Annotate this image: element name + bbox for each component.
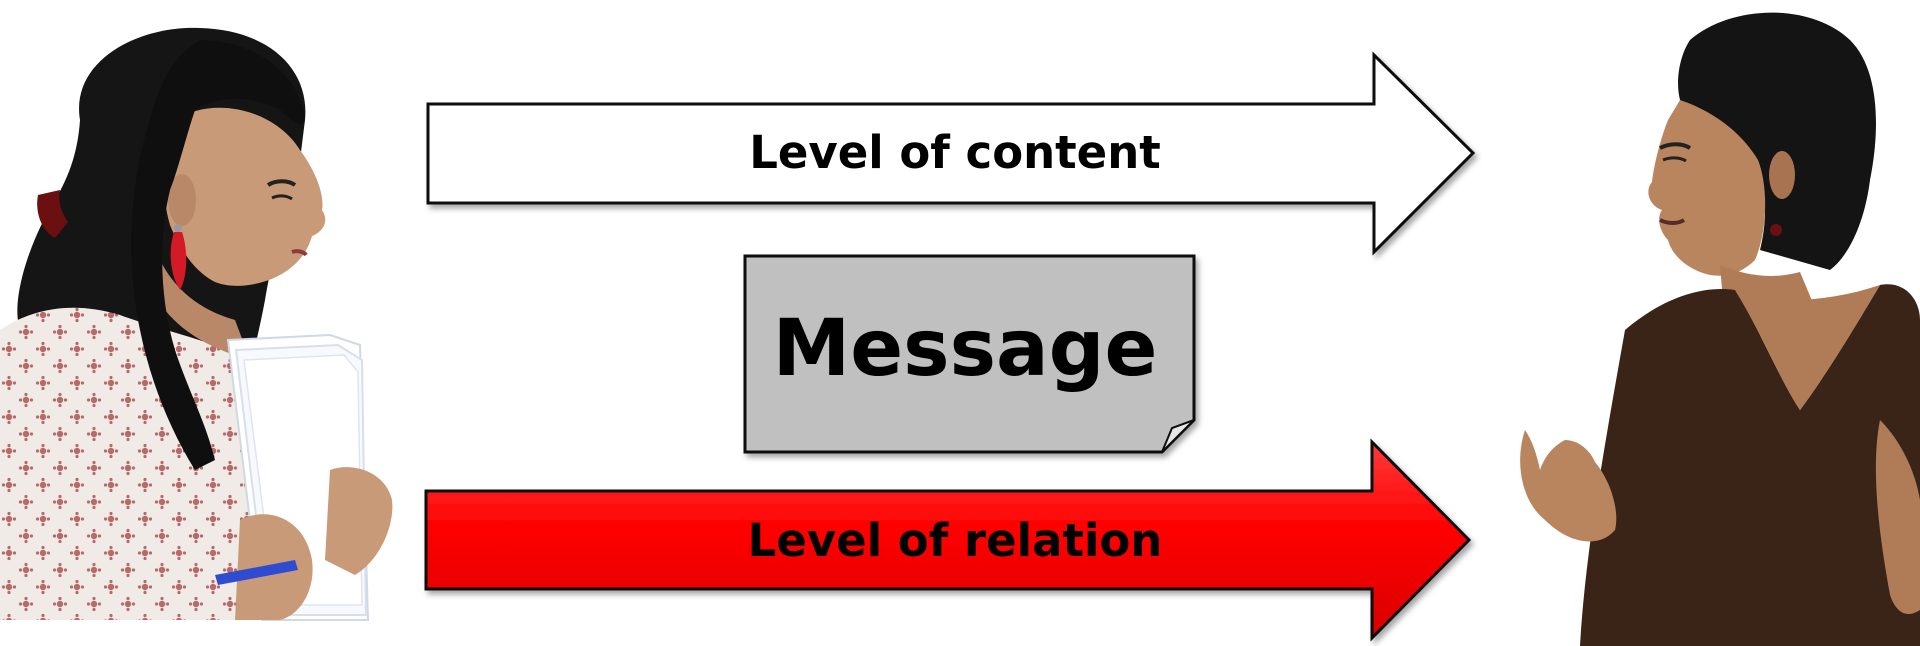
left-person-photo — [0, 27, 393, 621]
left-person-face — [163, 107, 326, 286]
left-person-blouse — [0, 307, 255, 620]
level-of-relation-arrow — [424, 438, 1472, 642]
level-of-content-label: Level of content — [749, 126, 1161, 179]
message-label: Message — [773, 304, 1158, 394]
right-person-hair — [1678, 12, 1876, 270]
right-person-shirt — [1580, 284, 1920, 646]
message-note — [743, 254, 1196, 454]
right-person-photo — [1520, 12, 1920, 646]
level-of-content-arrow — [426, 51, 1476, 256]
message-note-fold — [1161, 419, 1195, 453]
level-of-relation-label: Level of relation — [748, 514, 1163, 567]
